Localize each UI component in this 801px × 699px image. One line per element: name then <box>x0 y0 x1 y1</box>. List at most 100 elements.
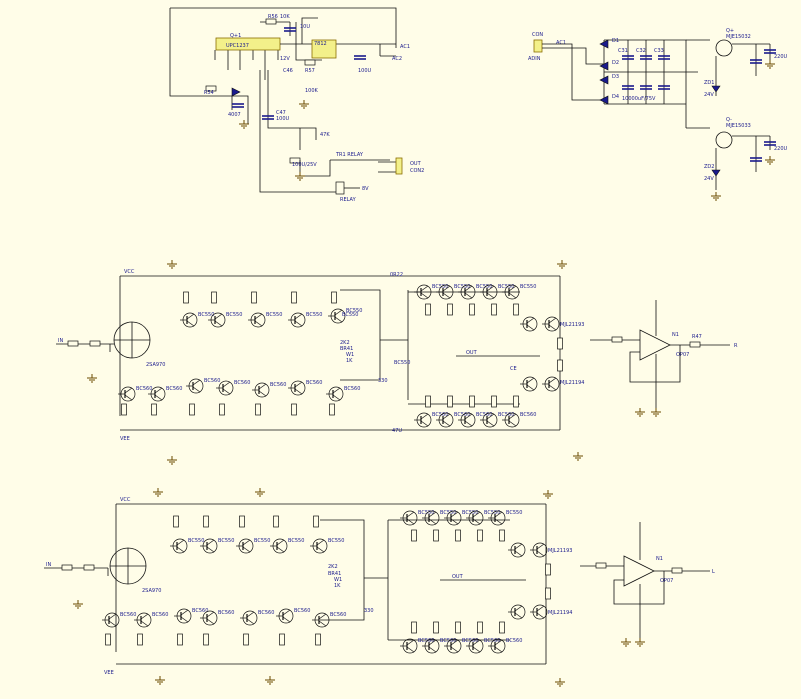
amp2-output-npn: MJL21193 <box>548 548 572 554</box>
bridge-supply: CON ADIN AC1 D1 D2 D3 D4 10000uF/75V C31… <box>528 28 788 190</box>
amp2-outputs-drv-top-4-label: BC550 <box>506 510 522 516</box>
ground-icon-21 <box>295 172 305 181</box>
ps-label-13: C47 <box>276 110 286 116</box>
diode-label-d1: D1 <box>612 38 619 44</box>
amp2-pnp-1-label: BC560 <box>152 612 168 618</box>
amp2-npn-3-label: BC550 <box>288 538 304 544</box>
amp2-outputs-out-npn-b <box>530 542 548 558</box>
servo1-ref-r: R47 <box>692 334 702 340</box>
amp2-res-bot-1 <box>137 633 143 646</box>
amp1-output-stage: BC550BC560BC550BC560BC550BC560BC550BC560… <box>414 284 563 428</box>
amp2-vcc: VCC <box>120 497 131 503</box>
amp2-outputs-drv-top-4: BC550 <box>488 510 522 526</box>
amp1-outputs-out-pnp-a <box>520 376 538 392</box>
amp1-npn-0-label: BC550 <box>198 312 214 318</box>
bridge-diode-d1 <box>599 39 609 49</box>
amp1-bias-2: W1 <box>346 352 354 358</box>
dc-12v-label: 12V <box>280 56 290 62</box>
amp1-outputs-rbot-0 <box>425 395 431 408</box>
amp1-npn-2-label: BC550 <box>266 312 282 318</box>
bridge-ac-label: AC1 <box>556 40 566 46</box>
amp2-outputs-drv-top-2-label: BC550 <box>462 510 478 516</box>
amp1-bias-3: 1K <box>346 358 353 364</box>
relay-coil <box>335 181 345 195</box>
cap-out-pos: 220U <box>774 54 788 60</box>
amp1-outputs-drv-top-0: BC550 <box>414 284 448 300</box>
amp2-res-bot-6 <box>315 633 321 646</box>
amp1-outputs-drv-bot-1: BC560 <box>436 412 470 428</box>
amp1-pnp-1: BC560 <box>148 386 182 402</box>
diode-4007 <box>231 87 241 97</box>
amp2-pnp-5: BC560 <box>276 608 310 624</box>
amp2-outputs-drv-bot-1-label: BC560 <box>440 638 456 644</box>
relay-out-label: OUT <box>410 161 422 167</box>
ps-label-7: 100U <box>358 68 372 74</box>
amp2-outputs-rbot-3 <box>477 621 483 634</box>
ground-icon-20 <box>239 120 249 129</box>
amp1-pnp-0-label: BC560 <box>136 386 152 392</box>
amp2-outputs-drv-bot-0-label: BC560 <box>418 638 434 644</box>
amp2-pnp-2: BC560 <box>174 608 208 624</box>
amp1-outputs-drv-top-3-label: BC550 <box>498 284 514 290</box>
amp1-res-bot-2 <box>189 403 195 416</box>
amp2-npn-4: BC550 <box>310 538 344 554</box>
cap-out-neg: 220U <box>774 146 788 152</box>
amp1-outputs-drv-top-2: BC550 <box>458 284 492 300</box>
amp2-outputs-drv-top-0: BC550 <box>400 510 434 526</box>
amp1-outputs-drv-top-4: BC550 <box>502 284 536 300</box>
amp1-vas-part: BC550 <box>342 312 358 318</box>
ground-icon-16 <box>87 374 97 383</box>
amp1-res-bot-3 <box>219 403 225 416</box>
amp2-outputs-re-n <box>545 563 551 576</box>
ground-symbols <box>73 60 775 687</box>
dc-servo-1: N1 OP07 R R47 <box>590 300 738 412</box>
amp1-outputs-rbot-3 <box>491 395 497 408</box>
amp1-vcc: VCC <box>124 269 135 275</box>
regulator-7812 <box>311 39 337 59</box>
amp2-res-top-1 <box>203 515 209 528</box>
bridge-diode-d2 <box>599 61 609 71</box>
zener-pos <box>711 85 721 93</box>
amp2-npn-2: BC550 <box>236 538 270 554</box>
amp1-outputs-out-pnp-b <box>542 376 560 392</box>
cap-c33: C33 <box>654 48 664 54</box>
amp1-outputs-drv-top-4-label: BC550 <box>520 284 536 290</box>
ps-label-9: R54 <box>204 90 214 96</box>
ground-icon-12 <box>299 100 309 109</box>
amp1-outputs-drv-bot-1-label: BC560 <box>454 412 470 418</box>
ground-icon-4 <box>153 488 163 497</box>
amp2-res-bot-3 <box>203 633 209 646</box>
amp2-bias-3: 1K <box>334 583 341 589</box>
amp2-outputs-rbot-1 <box>433 621 439 634</box>
amp1-outputs-rtop-4 <box>513 303 519 316</box>
amp2-res-bot-2 <box>177 633 183 646</box>
amp2-outputs-re-p <box>545 587 551 600</box>
amp1-pnp-4: BC560 <box>252 382 286 398</box>
servo2-part: OP07 <box>660 578 673 584</box>
diode-label-d3: D3 <box>612 74 619 80</box>
amp2-outputs-drv-top-2: BC550 <box>444 510 478 526</box>
q-pos-ref: Q+ <box>726 28 734 34</box>
relay-driver-label: RELAY <box>340 197 357 203</box>
pass-transistor-q-pos <box>715 39 733 57</box>
regulator-ic-part: UPC1237 <box>226 43 249 49</box>
amp2-bias-0: 2K2 <box>328 564 338 570</box>
amp1-pnp-0: BC560 <box>118 386 152 402</box>
ps-label-12: C46 <box>283 68 293 74</box>
amp2-outputs-out-npn-a <box>508 542 526 558</box>
ground-icon-8 <box>635 408 645 417</box>
ground-icon-19 <box>265 676 275 685</box>
amp1-bias-4: 330 <box>378 378 388 384</box>
servo2-ref: N1 <box>656 556 663 562</box>
pass-transistor-q-neg <box>715 131 733 149</box>
amp1-output-npn: MJL21193 <box>560 322 584 328</box>
amp2-outputs-drv-top-0-label: BC550 <box>418 510 434 516</box>
amp1-bias-1: BR41 <box>340 346 353 352</box>
amp1-outputs-rbot-2 <box>469 395 475 408</box>
resistor-r54 <box>205 85 217 92</box>
amp2-res-bot-4 <box>243 633 249 646</box>
amp2-outputs-drv-bot-4-label: BC560 <box>506 638 522 644</box>
ground-icon-15 <box>711 192 721 201</box>
amp2-input-pair-part: 2SA970 <box>142 588 161 594</box>
